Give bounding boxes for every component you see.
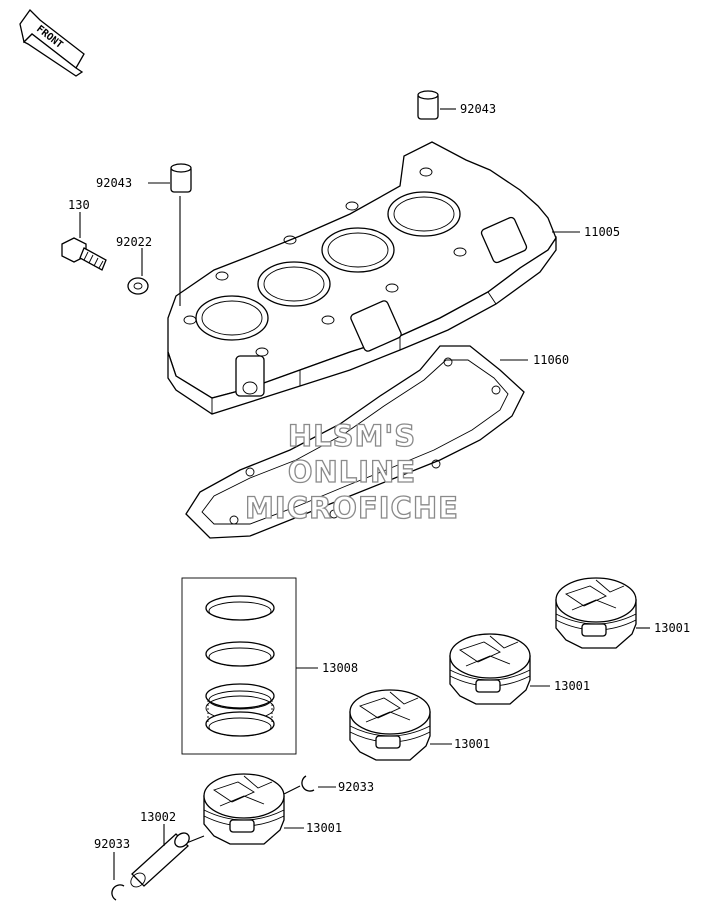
callout-cylinder: 11005 (584, 225, 620, 239)
piston-ring-set (181, 577, 318, 755)
watermark-line3: MICROFICHE (245, 491, 459, 525)
piston-c (349, 689, 452, 761)
callout-piston-d: 13001 (306, 821, 342, 835)
piston-a (555, 577, 650, 649)
callout-clip-left: 92033 (94, 837, 130, 851)
watermark-line2: ONLINE (288, 455, 416, 489)
piston-d (183, 773, 304, 845)
callout-pin: 13002 (140, 810, 176, 824)
watermark-line1: HLSM'S (288, 419, 416, 453)
callout-piston-b: 13001 (554, 679, 590, 693)
callout-dowel-left: 92043 (96, 176, 132, 190)
piston-b (449, 633, 550, 705)
piston-pin (130, 824, 190, 888)
dowel-pin-top (417, 90, 456, 120)
front-arrow-icon: FRONT (19, 8, 85, 77)
callout-dowel-top: 92043 (460, 102, 496, 116)
dowel-pin-left (148, 163, 192, 306)
callout-washer: 92022 (116, 235, 152, 249)
callout-gasket: 11060 (533, 353, 569, 367)
flange-bolt (61, 212, 107, 271)
cylinder-block (167, 141, 557, 415)
callout-bolt: 130 (68, 198, 90, 212)
callout-piston-a: 13001 (654, 621, 690, 635)
base-gasket (185, 345, 528, 539)
piston-pin-clip-left (111, 852, 125, 901)
callout-clip-right: 92033 (338, 780, 374, 794)
callout-ring-set: 13008 (322, 661, 358, 675)
watermark: HLSM'S ONLINE MICROFICHE (244, 418, 459, 525)
callout-piston-c: 13001 (454, 737, 490, 751)
washer (127, 248, 149, 295)
piston-pin-clip-right (301, 775, 336, 792)
